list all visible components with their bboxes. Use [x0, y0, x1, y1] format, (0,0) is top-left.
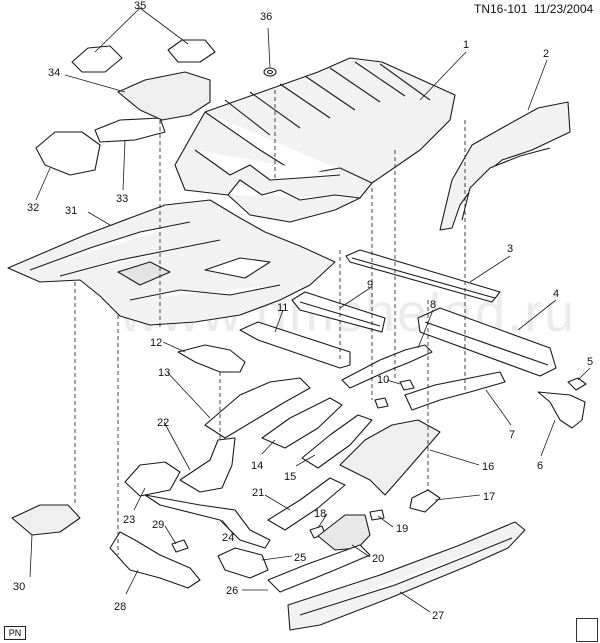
part-6-bracket: [537, 391, 586, 429]
part-1-rear-floor-panel: [174, 57, 456, 223]
diagram-code: TN16-101: [474, 2, 528, 16]
callout-34: 34: [48, 67, 60, 79]
callout-24: 24: [222, 532, 234, 544]
part-26-rocker: [267, 544, 371, 593]
callout-30: 30: [13, 581, 25, 593]
callout-15: 15: [284, 471, 296, 483]
callout-22: 22: [157, 417, 169, 429]
callout-35: 35: [134, 0, 146, 12]
leader-lines: [29, 7, 591, 613]
callout-14: 14: [251, 460, 263, 472]
callout-11: 11: [277, 302, 288, 314]
part-20-tray: [317, 514, 371, 551]
callout-18: 18: [314, 508, 326, 520]
callout-33: 33: [116, 193, 128, 205]
callout-5: 5: [587, 356, 593, 368]
diagram-date: 11/23/2004: [534, 2, 594, 16]
part-23-bracket: [124, 461, 181, 497]
callout-26: 26: [226, 585, 238, 597]
callout-23: 23: [123, 514, 135, 526]
callout-32: 32: [27, 202, 39, 214]
part-30-bracket: [11, 504, 81, 536]
part-17-bracket: [409, 489, 441, 513]
callout-2: 2: [543, 48, 549, 60]
callout-31: 31: [65, 205, 77, 217]
callout-25: 25: [294, 552, 306, 564]
callout-21: 21: [252, 487, 264, 499]
part-36-grommet: [263, 67, 277, 77]
publisher-logo-icon: [576, 618, 598, 642]
part-27-rocker-outer: [287, 521, 526, 631]
part-10b-clip: [374, 397, 389, 409]
callout-19: 19: [396, 523, 408, 535]
part-25-bracket: [217, 547, 269, 579]
callout-3: 3: [507, 243, 513, 255]
part-3-rail: [345, 249, 501, 303]
callout-29: 29: [152, 519, 164, 531]
part-14-crossmember: [261, 397, 343, 449]
part-2-wheelhouse: [439, 101, 571, 231]
part-24-rail: [144, 494, 271, 549]
part-21-rail: [267, 477, 346, 531]
callout-16: 16: [482, 461, 494, 473]
part-32-bracket: [35, 131, 101, 176]
part-13-support: [204, 377, 311, 439]
part-22-rail: [179, 437, 236, 493]
part-16-bracket: [339, 419, 441, 496]
callout-13: 13: [158, 367, 170, 379]
part-15-reinforcement: [301, 414, 373, 469]
part-28-extension: [109, 531, 201, 589]
callouts: 1 2 3 4 5 6 7 8 9 10 11 12 13 14 15 16 1…: [13, 0, 593, 622]
part-31-front-floor-panel: [7, 199, 336, 326]
part-35a-bracket: [71, 45, 123, 73]
part-12-bracket: [177, 344, 246, 373]
part-10-clip: [399, 379, 415, 391]
pn-label: PN: [4, 626, 26, 640]
callout-28: 28: [114, 601, 126, 613]
callout-7: 7: [509, 429, 515, 441]
part-33-panel: [94, 117, 166, 143]
callout-6: 6: [537, 460, 543, 472]
callout-27: 27: [432, 610, 444, 622]
callout-9: 9: [367, 279, 373, 291]
callout-12: 12: [150, 337, 162, 349]
callout-36: 36: [260, 11, 272, 23]
part-11-reinforcement: [239, 321, 351, 369]
callout-8: 8: [430, 299, 436, 311]
part-7-crossmember: [404, 371, 506, 411]
callout-4: 4: [553, 288, 559, 300]
part-8-crossmember: [341, 344, 433, 389]
part-34-reinforcement: [117, 71, 211, 121]
callout-1: 1: [463, 39, 469, 51]
callout-10: 10: [377, 374, 389, 386]
part-4-rocker-rail: [417, 307, 557, 377]
callout-17: 17: [483, 491, 495, 503]
part-35b-bracket: [167, 39, 216, 63]
part-5-clip: [567, 377, 587, 391]
callout-20: 20: [372, 553, 384, 565]
part-9-seat-bar: [291, 291, 386, 333]
part-29-clip: [171, 539, 189, 553]
